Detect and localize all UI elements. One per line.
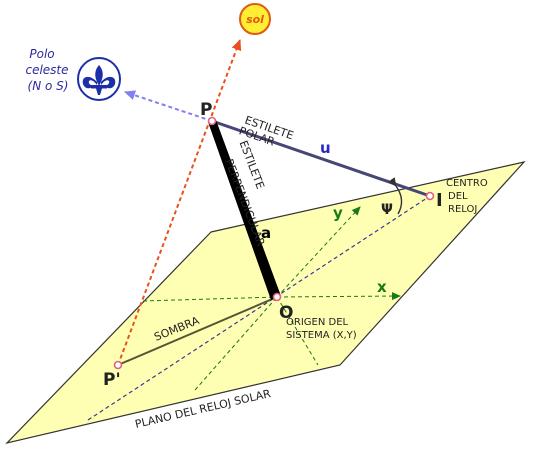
clock-center-label-1: CENTRO [446,178,488,189]
clock-center-label-3: RELOJ [448,204,477,215]
label-u: u [320,139,331,157]
pole-direction-arrow [124,90,213,122]
label-psi: Ψ [381,202,393,218]
label-i: I [436,190,443,211]
point-o [272,292,282,302]
sun-ray-line [117,39,242,366]
sun-label: sol [246,13,264,26]
point-p-prime [113,360,123,370]
pole-label-3: (N o S) [28,79,69,93]
origin-label-2: SISTEMA (X,Y) [286,330,357,341]
fleur-de-lis-icon [77,57,121,101]
pole-label-1: Polo [29,47,54,61]
label-p: P [200,100,212,120]
projection-line-pprime-i [87,195,431,421]
label-p-prime: P' [103,370,121,390]
shadow-line [117,296,278,366]
label-x-axis: x [377,278,387,296]
pole-label-2: celeste [25,63,68,77]
clock-center-label-2: DEL [448,191,468,202]
sun-icon: sol [239,3,271,35]
origin-label-1: ORIGEN DEL [286,317,349,328]
perpendicular-style-bar [208,120,281,300]
angle-psi-arc [388,177,403,215]
label-a: a [261,224,271,242]
label-o: O [279,303,293,323]
centre-line-lower [276,296,319,366]
ground-line-horizontal [142,296,278,302]
point-i [425,191,435,201]
point-p [207,116,217,126]
label-y-axis: y [333,204,343,222]
